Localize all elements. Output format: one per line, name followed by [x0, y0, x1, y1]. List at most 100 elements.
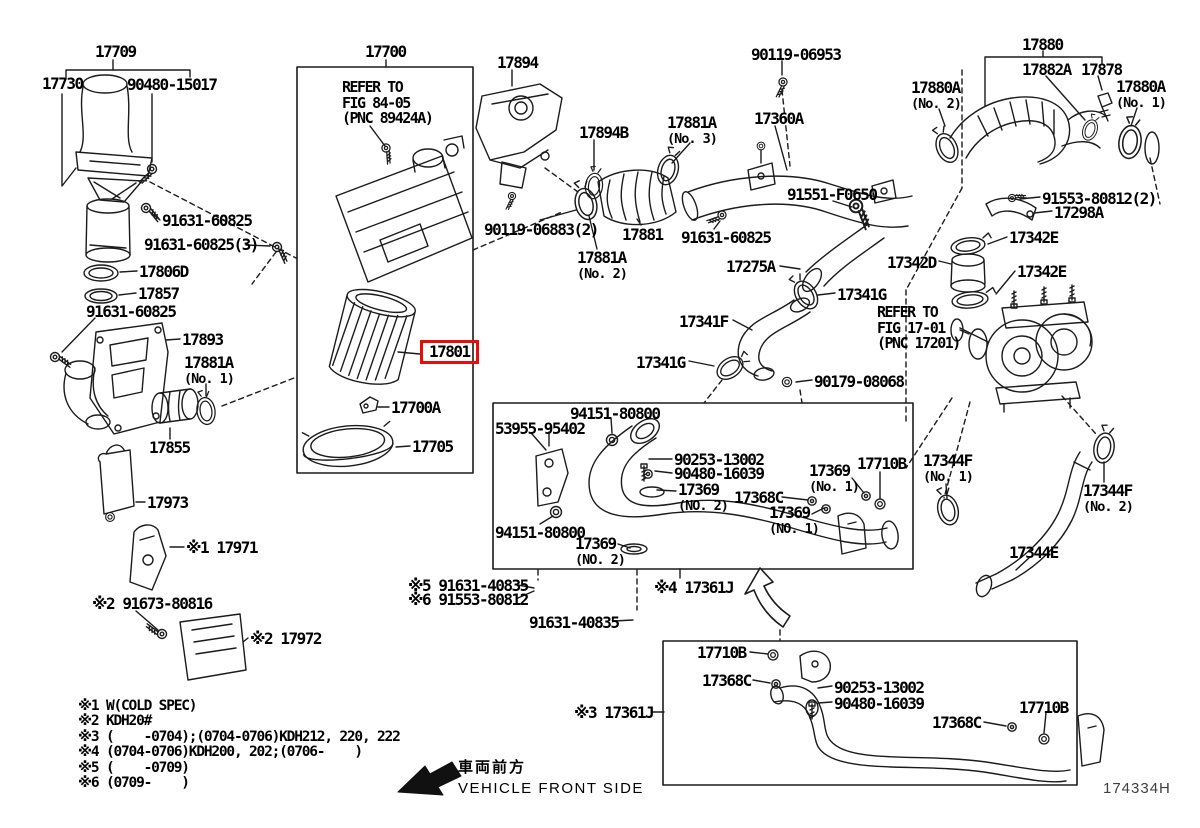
part-label-17361J-n3[interactable]: ※3 17361J [574, 705, 655, 721]
part-label-17342E-lower[interactable]: 17342E [1017, 264, 1067, 280]
part-label-17880A-no2[interactable]: 17880A(No. 2) [911, 80, 962, 112]
part-number-qualifier: (NO. 1) [769, 521, 820, 537]
part-label-17801[interactable]: 17801 [420, 340, 479, 364]
vehicle-front-label-en: VEHICLE FRONT SIDE [458, 780, 644, 797]
part-number-text: 17857 [138, 284, 180, 303]
part-label-17880[interactable]: 17880 [1022, 35, 1064, 54]
part-label-17855[interactable]: 17855 [149, 440, 191, 456]
part-label-17341G-right[interactable]: 17341G [837, 285, 887, 304]
part-label-90253-13002-b[interactable]: 90253-13002 [834, 680, 925, 696]
intake-air-connector-art [475, 83, 729, 229]
part-number-text: 94151-80800 [570, 404, 661, 423]
part-number-text: ※6 91553-80812 [408, 590, 529, 609]
part-label-17344F-no2[interactable]: 17344F(No. 2) [1083, 483, 1134, 515]
part-label-17709[interactable]: 17709 [95, 44, 137, 60]
part-label-91631-60825-b[interactable]: 91631-60825 [86, 304, 177, 320]
part-label-17972[interactable]: ※2 17972 [250, 631, 322, 647]
part-number-qualifier: (No. 1) [1116, 95, 1167, 111]
part-label-90480-15017[interactable]: 90480-15017 [127, 77, 218, 93]
footnote-line-3: ※3 ( -0704);(0704-0706)KDH212, 220, 222 [78, 728, 401, 745]
part-label-17730[interactable]: 17730 [42, 76, 84, 92]
part-number-text: 17893 [182, 330, 224, 349]
part-label-17342D[interactable]: 17342D [887, 255, 937, 271]
part-label-17369-no1-lower[interactable]: 17369(NO. 1) [769, 505, 820, 537]
part-label-17368C-a[interactable]: 17368C [734, 490, 784, 506]
part-label-17973[interactable]: 17973 [147, 493, 189, 512]
part-label-17710B-b[interactable]: 17710B [697, 645, 747, 661]
part-label-17894[interactable]: 17894 [497, 55, 539, 71]
part-label-17710B-a[interactable]: 17710B [857, 454, 907, 473]
footnote-line-2: ※2 KDH20# [78, 713, 152, 730]
part-label-17894B[interactable]: 17894B [579, 123, 629, 142]
part-label-90253-13002-a[interactable]: 90253-13002 [674, 452, 765, 468]
part-label-17700[interactable]: 17700 [365, 44, 407, 60]
part-label-91631-60825-c[interactable]: 91631-60825 [681, 230, 772, 246]
part-label-17342E-upper[interactable]: 17342E [1009, 230, 1059, 246]
part-number-text: 91631-40835 [529, 613, 620, 632]
part-number-text: ※2 91673-80816 [92, 594, 213, 613]
part-number-text: 17275A [726, 257, 776, 276]
part-label-17710B-c[interactable]: 17710B [1019, 700, 1069, 716]
part-label-17344F-no1[interactable]: 17344F(No. 1) [923, 453, 974, 485]
part-number-text: 17368C [932, 713, 982, 732]
part-label-91551-F0650[interactable]: 91551-F0650 [787, 187, 878, 203]
part-label-17881A-no2[interactable]: 17881A(No. 2) [577, 250, 628, 282]
part-label-17881A-no1[interactable]: 17881A(No. 1) [184, 355, 235, 387]
part-label-17880A-no1[interactable]: 17880A(No. 1) [1116, 79, 1167, 111]
part-number-text: 90119-06883(2) [484, 220, 599, 239]
part-label-90480-16039-b[interactable]: 90480-16039 [834, 696, 925, 712]
part-number-text: 17878 [1081, 60, 1123, 79]
part-label-17341G-left[interactable]: 17341G [636, 355, 686, 371]
part-label-17360A[interactable]: 17360A [754, 111, 804, 127]
part-label-17368C-b[interactable]: 17368C [702, 673, 752, 689]
part-label-17700A[interactable]: 17700A [391, 400, 441, 416]
intercooler-pipe-box3-art [767, 649, 1105, 783]
part-label-94151-80800-bottom[interactable]: 94151-80800 [495, 525, 586, 541]
part-number-text: ※1 17971 [186, 538, 258, 557]
part-label-91631-60825-3[interactable]: 91631-60825(3) [144, 237, 259, 253]
part-label-90480-16039-a[interactable]: 90480-16039 [674, 466, 765, 482]
part-label-17705[interactable]: 17705 [412, 439, 454, 455]
outlet-clamps-art [950, 189, 1037, 309]
part-label-17368C-c[interactable]: 17368C [932, 713, 982, 732]
part-label-94151-80800-top[interactable]: 94151-80800 [570, 404, 661, 423]
intercooler-upper-pipes-art [712, 223, 885, 388]
turbocharger-art [950, 284, 1093, 413]
part-label-90179-08068[interactable]: 90179-08068 [814, 374, 905, 390]
part-label-17341F[interactable]: 17341F [679, 314, 729, 330]
part-label-91631-40835-n5[interactable]: ※5 91631-40835 [408, 578, 529, 594]
part-label-17344E[interactable]: 17344E [1009, 545, 1059, 561]
part-number-qualifier: (No. 2) [911, 96, 962, 112]
part-label-17881[interactable]: 17881 [622, 227, 664, 243]
part-label-91631-60825-a[interactable]: 91631-60825 [162, 213, 253, 229]
part-number-text: 17369 [575, 534, 617, 553]
part-label-17878[interactable]: 17878 [1081, 60, 1123, 79]
part-label-17361J-n4[interactable]: ※4 17361J [654, 580, 735, 596]
part-number-text: 17710B [857, 454, 907, 473]
part-label-17369-no1-upper[interactable]: 17369(No. 1) [809, 463, 860, 495]
part-number-text: 17341G [837, 285, 887, 304]
part-label-17806D[interactable]: 17806D [139, 264, 189, 280]
part-label-17369-no2-bottom[interactable]: 17369(NO. 2) [575, 534, 626, 568]
part-label-17971[interactable]: ※1 17971 [186, 538, 258, 557]
part-label-91673-80816[interactable]: ※2 91673-80816 [92, 594, 213, 613]
part-number-qualifier: (No. 1) [809, 479, 860, 495]
part-label-90119-06883-2[interactable]: 90119-06883(2) [484, 220, 599, 239]
part-label-17882A[interactable]: 17882A [1022, 62, 1072, 78]
up-arrow-icon [744, 567, 791, 628]
part-label-91631-40835[interactable]: 91631-40835 [529, 613, 620, 632]
part-label-90119-06953[interactable]: 90119-06953 [751, 47, 842, 63]
part-label-53955-95402[interactable]: 53955-95402 [495, 421, 586, 437]
part-label-91553-80812-2[interactable]: 91553-80812(2) [1042, 189, 1157, 208]
part-label-17298A[interactable]: 17298A [1054, 205, 1104, 221]
part-label-17857[interactable]: 17857 [138, 284, 180, 303]
part-label-91553-80812-n6[interactable]: ※6 91553-80812 [408, 590, 529, 609]
part-number-text: 17880 [1022, 35, 1064, 54]
part-number-text: 17894B [579, 123, 629, 142]
part-number-text: 17973 [147, 493, 189, 512]
part-label-17893[interactable]: 17893 [182, 330, 224, 349]
part-label-17275A[interactable]: 17275A [726, 257, 776, 276]
part-label-17369-no2-mid[interactable]: 17369(NO. 2) [678, 482, 729, 514]
part-number-text: 91553-80812(2) [1042, 189, 1157, 208]
part-label-17881A-no3[interactable]: 17881A(No. 3) [667, 115, 718, 147]
